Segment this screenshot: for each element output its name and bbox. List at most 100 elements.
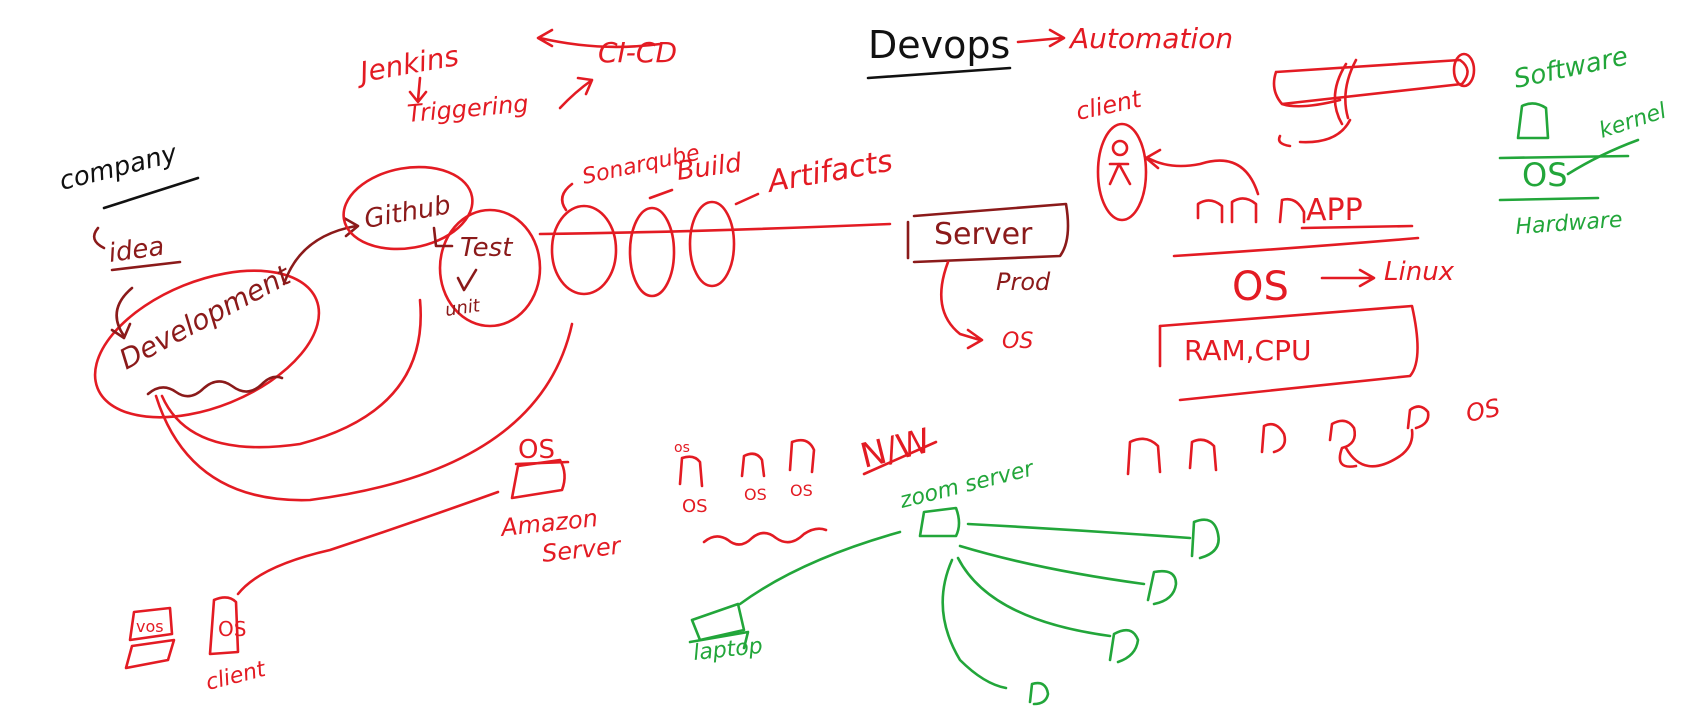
laptop-base — [688, 630, 750, 650]
red-box-2 — [1188, 438, 1218, 472]
zoom-link-2 — [958, 544, 1146, 586]
zoom-client-1 — [1190, 518, 1220, 560]
kernel-line — [1566, 138, 1640, 176]
zoom-server-box — [918, 506, 961, 538]
nw-underline — [862, 440, 938, 476]
os-label-2: OS — [744, 485, 767, 504]
devops-title: Devops — [868, 23, 1010, 67]
small-os-box-3 — [788, 438, 816, 474]
red-box-3 — [1260, 422, 1287, 454]
server-box — [912, 202, 1070, 264]
zoom-link-4 — [941, 558, 1008, 690]
app-os-divider — [1172, 236, 1420, 258]
cylinder-end — [1452, 52, 1476, 88]
automation-label: Automation — [1068, 22, 1233, 55]
build-ellipse — [628, 206, 676, 298]
amazon-server-label: Amazon Server — [498, 502, 624, 572]
jenkins-cicd-arrow — [536, 28, 662, 49]
sonar-feedback-loop — [154, 322, 574, 502]
jenkins-label: Jenkins — [353, 39, 462, 90]
idea-label: idea — [107, 231, 166, 268]
small-os-box-1 — [678, 455, 704, 488]
os-to-linux-arrow — [1320, 268, 1376, 288]
client-ellipse — [1096, 122, 1148, 222]
client-os-label: OS — [218, 617, 246, 641]
software-os-divider — [1498, 154, 1630, 160]
amazon-server-box — [510, 458, 566, 500]
amazon-os-label: OS — [518, 435, 555, 465]
zoom-to-laptop-line — [738, 530, 902, 606]
test-ellipse — [438, 208, 542, 328]
small-os-top-label: os — [674, 440, 690, 456]
test-checkmark — [456, 268, 478, 292]
development-ellipse — [93, 269, 321, 419]
os-label-1: OS — [682, 496, 708, 517]
zoom-link-3 — [956, 556, 1112, 638]
server-to-os-arrow — [939, 260, 984, 350]
small-os-squiggle — [702, 527, 828, 546]
automation-arrow — [1016, 28, 1066, 48]
app-underline — [1300, 224, 1414, 230]
client-head — [1111, 139, 1129, 157]
github-to-test-hook — [432, 226, 454, 248]
amazon-server-line-2: Server — [541, 532, 624, 568]
client-body — [1108, 162, 1132, 186]
idea-underline — [110, 260, 182, 272]
app-box-3 — [1278, 197, 1306, 224]
prod-label: Prod — [996, 268, 1051, 296]
artifacts-tick — [734, 192, 760, 206]
laptop-screen — [690, 602, 746, 642]
jenkins-down-arrow — [408, 76, 428, 104]
app-label: APP — [1306, 193, 1363, 228]
artifacts-ellipse — [688, 200, 736, 288]
client-bottom-label: client — [203, 657, 269, 696]
right-os-label: OS — [1463, 393, 1502, 427]
cicd-label: CI-CD — [598, 36, 677, 69]
small-os-box-2 — [740, 452, 766, 478]
idea-to-dev-arrow — [110, 286, 134, 340]
zoom-client-3 — [1108, 628, 1140, 664]
vos-label: vos — [136, 617, 164, 636]
vos-box — [128, 606, 174, 642]
software-box — [1516, 102, 1550, 140]
vos-base — [124, 638, 176, 670]
github-ellipse — [342, 165, 474, 251]
app-box-1 — [1196, 199, 1224, 224]
cylinder-sketch — [1272, 58, 1469, 148]
linux-label: Linux — [1384, 257, 1455, 287]
zoom-client-2 — [1146, 569, 1178, 606]
zoom-server-label: zoom server — [896, 456, 1037, 514]
github-label: Github — [362, 190, 453, 235]
amazon-to-client-line — [236, 490, 500, 596]
software-label: Software — [1511, 41, 1630, 94]
sonarqube-ellipse — [550, 204, 618, 296]
sonarqube-hook — [560, 182, 574, 212]
devops-underline — [866, 66, 1012, 80]
test-feedback-loop — [160, 298, 423, 449]
stack-os-label: OS — [1232, 264, 1289, 310]
pipeline-line — [538, 222, 892, 236]
red-box-4-tail — [1344, 428, 1414, 468]
development-label: Development — [114, 258, 297, 376]
company-underline — [102, 176, 200, 210]
build-tick — [648, 188, 674, 200]
zoom-link-1 — [966, 522, 1192, 540]
os-label-3: OS — [790, 481, 813, 500]
unit-label: unit — [444, 295, 482, 321]
zoom-client-4 — [1028, 681, 1050, 706]
client-top-label: client — [1073, 84, 1145, 125]
artifacts-label: Artifacts — [763, 144, 895, 201]
test-label: Test — [460, 233, 513, 263]
server-label: Server — [934, 217, 1033, 252]
server-os-label: OS — [1002, 329, 1033, 354]
development-squiggle — [146, 375, 284, 398]
app-box-2 — [1230, 197, 1258, 224]
red-box-5 — [1406, 405, 1430, 430]
hardware-label: Hardware — [1515, 208, 1624, 240]
ram-cpu-box — [1158, 304, 1419, 402]
red-box-1 — [1126, 437, 1162, 476]
kernel-label: kernel — [1596, 99, 1669, 144]
client-os-box — [208, 596, 240, 656]
red-box-4 — [1328, 419, 1358, 468]
